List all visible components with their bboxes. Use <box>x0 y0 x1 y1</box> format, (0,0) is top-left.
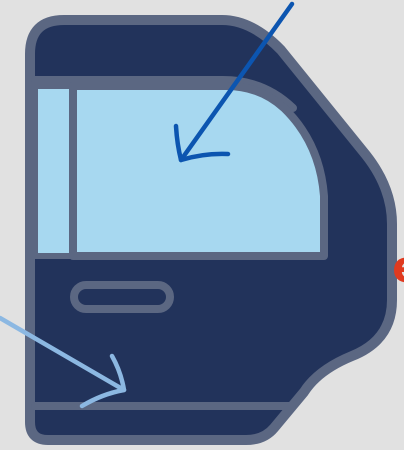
door-handle <box>74 285 170 309</box>
partial-callout-label: e <box>392 246 404 290</box>
window-main <box>73 86 324 256</box>
window-left <box>35 86 73 256</box>
